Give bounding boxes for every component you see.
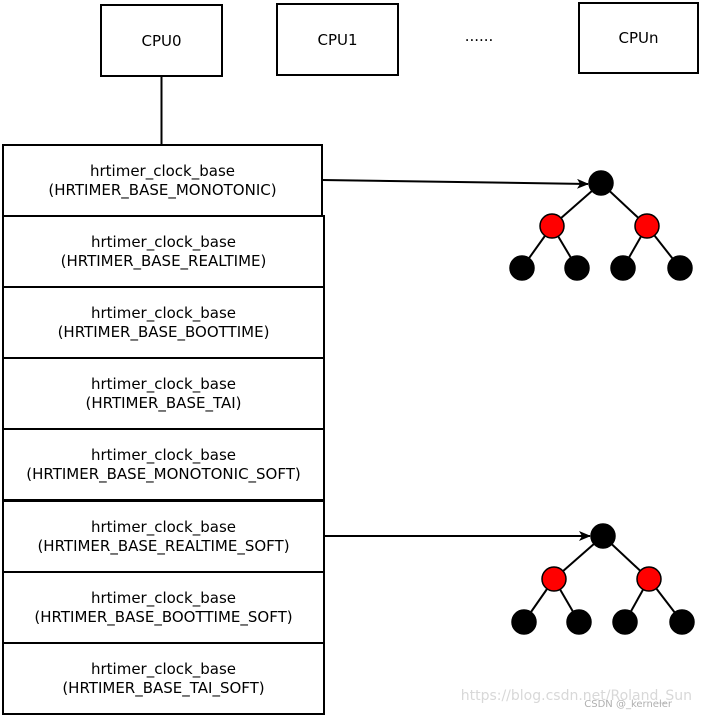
- rbtree-node-black: [564, 255, 590, 281]
- clock-base-6: hrtimer_clock_base (HRTIMER_BASE_BOOTTIM…: [2, 571, 325, 644]
- rbtree-node-black: [669, 609, 695, 635]
- clock-base-5: hrtimer_clock_base (HRTIMER_BASE_REALTIM…: [2, 500, 325, 573]
- clock-base-4: hrtimer_clock_base (HRTIMER_BASE_MONOTON…: [2, 428, 325, 501]
- clock-base-title: hrtimer_clock_base: [91, 304, 236, 323]
- clock-base-0: hrtimer_clock_base (HRTIMER_BASE_MONOTON…: [2, 144, 323, 217]
- clock-base-id: (HRTIMER_BASE_REALTIME_SOFT): [37, 537, 289, 556]
- clock-base-title: hrtimer_clock_base: [91, 660, 236, 679]
- clock-base-title: hrtimer_clock_base: [91, 589, 236, 608]
- rbtree-node-black: [590, 523, 616, 549]
- cpu-box-1: CPU1: [276, 3, 399, 76]
- clock-base-2: hrtimer_clock_base (HRTIMER_BASE_BOOTTIM…: [2, 286, 325, 359]
- clock-base-title: hrtimer_clock_base: [91, 446, 236, 465]
- rbtree-node-black: [588, 170, 614, 196]
- rbtree-node-black: [566, 609, 592, 635]
- clock-base-3: hrtimer_clock_base (HRTIMER_BASE_TAI): [2, 357, 325, 430]
- rbtree-node-black: [509, 255, 535, 281]
- cpu-ellipsis: ......: [465, 27, 494, 45]
- clock-base-title: hrtimer_clock_base: [91, 375, 236, 394]
- watermark-credit: CSDN @_kerneler: [584, 699, 673, 710]
- clock-base-id: (HRTIMER_BASE_MONOTONIC): [48, 181, 276, 200]
- clock-base-id: (HRTIMER_BASE_REALTIME): [61, 252, 267, 271]
- rbtree-node-black: [610, 255, 636, 281]
- rbtree-node-red: [539, 213, 565, 239]
- rbtree-node-red: [541, 566, 567, 592]
- cpu-box-0: CPU0: [100, 4, 223, 77]
- clock-base-title: hrtimer_clock_base: [91, 233, 236, 252]
- rbtree-bottom: [511, 523, 695, 635]
- rbtree-top: [509, 170, 693, 281]
- cpu-box-n: CPUn: [578, 2, 699, 74]
- cpu-label: CPU0: [141, 32, 181, 50]
- clock-base-id: (HRTIMER_BASE_TAI_SOFT): [62, 679, 264, 698]
- clock-base-id: (HRTIMER_BASE_TAI): [86, 394, 242, 413]
- arrow-to-tree-top: [321, 178, 589, 189]
- rbtree-node-black: [511, 609, 537, 635]
- clock-base-id: (HRTIMER_BASE_BOOTTIME): [58, 323, 270, 342]
- rbtree-node-red: [634, 213, 660, 239]
- rbtree-node-red: [636, 566, 662, 592]
- clock-base-id: (HRTIMER_BASE_BOOTTIME_SOFT): [34, 608, 292, 627]
- cpu-label: CPUn: [618, 29, 658, 47]
- clock-base-1: hrtimer_clock_base (HRTIMER_BASE_REALTIM…: [2, 215, 325, 288]
- watermark-url: https://blog.csdn.net/Roland_Sun: [461, 688, 692, 704]
- clock-base-id: (HRTIMER_BASE_MONOTONIC_SOFT): [26, 465, 301, 484]
- clock-base-stack: hrtimer_clock_base (HRTIMER_BASE_MONOTON…: [2, 144, 325, 715]
- rbtree-node-black: [612, 609, 638, 635]
- clock-base-7: hrtimer_clock_base (HRTIMER_BASE_TAI_SOF…: [2, 642, 325, 715]
- cpu-label: CPU1: [317, 31, 357, 49]
- rbtree-node-black: [667, 255, 693, 281]
- clock-base-title: hrtimer_clock_base: [90, 162, 235, 181]
- clock-base-title: hrtimer_clock_base: [91, 518, 236, 537]
